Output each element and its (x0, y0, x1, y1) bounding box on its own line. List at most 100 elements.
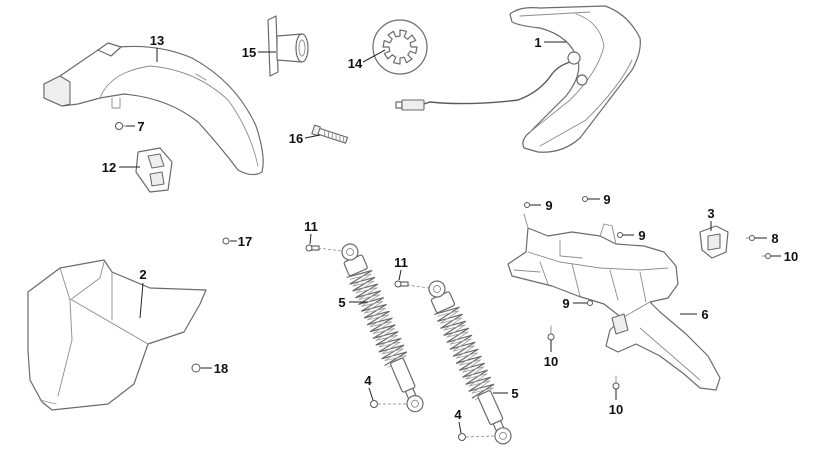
bolt-axis (406, 284, 430, 289)
callout-10-left: 10 (544, 354, 558, 369)
front-fender-clip-slot (111, 73, 207, 109)
screw-head (749, 235, 755, 241)
callout-15: 15 (242, 45, 256, 60)
rear-fender-ribs (513, 213, 701, 381)
tail-light-bulb-lower (576, 74, 588, 86)
clip-tab-lower (149, 171, 165, 187)
callout-11-right: 11 (394, 255, 408, 270)
leader-14 (362, 49, 386, 63)
callout-12: 12 (102, 160, 116, 175)
callout-6: 6 (701, 307, 708, 322)
shock-absorber-left (341, 243, 424, 413)
front-fender (43, 42, 264, 176)
cover-screw (191, 363, 205, 373)
rear-inner-fender (507, 213, 721, 391)
screw-8 (745, 235, 755, 241)
shock-absorber-right (428, 280, 512, 445)
front-fender-ridge (99, 65, 259, 167)
shock-bottom-screw-right (458, 433, 496, 441)
bolt-head (394, 280, 402, 288)
fender-bracket (267, 15, 309, 77)
callout-8: 8 (771, 231, 778, 246)
screw-9-a (524, 202, 530, 208)
callout-4-left: 4 (364, 373, 372, 388)
rear-fender-lug (611, 313, 629, 335)
callout-9-c: 9 (638, 228, 645, 243)
long-bolt-head (311, 124, 321, 137)
screw-head (524, 202, 530, 208)
long-bolt (311, 124, 349, 144)
callout-2: 2 (139, 267, 146, 282)
front-fender-tab (97, 42, 122, 57)
tail-light-connector (401, 99, 425, 111)
screw-9-d (587, 300, 593, 306)
screw-head (587, 300, 593, 306)
bolt-axis (317, 247, 343, 252)
callout-16: 16 (289, 131, 303, 146)
screw-9-b (582, 196, 588, 202)
callout-9-a: 9 (545, 198, 552, 213)
bolt-head (305, 244, 313, 252)
screw-head (115, 122, 123, 130)
bolt-head (547, 333, 555, 341)
leader-4-left (368, 387, 374, 401)
screw-axis (465, 435, 496, 438)
shock-top-eye (341, 243, 359, 261)
leader-11-left (309, 233, 312, 245)
tail-light (395, 5, 641, 153)
callout-5-right: 5 (511, 386, 518, 401)
tail-light-connector-plug (395, 101, 403, 109)
screw-head (458, 433, 466, 441)
bolt-head (765, 253, 771, 259)
plate-bracket-face (707, 233, 721, 251)
callout-numbers: 13 15 14 1 7 16 12 17 2 11 11 5 5 4 4 18… (102, 33, 798, 422)
tail-light-housing (509, 5, 641, 153)
washer-teeth (382, 29, 418, 65)
callout-18: 18 (214, 361, 228, 376)
bolt-10-right (761, 253, 771, 259)
bracket-plate (267, 15, 279, 77)
callout-3: 3 (707, 206, 714, 221)
shock-bottom-eye-hole (411, 399, 419, 408)
shock-top-bolt-left (305, 244, 343, 252)
shock-top-eye-hole (433, 285, 441, 293)
callout-9-b: 9 (603, 192, 610, 207)
shock-top-eye (428, 280, 446, 298)
callout-11-left: 11 (304, 219, 318, 234)
plate-bracket (699, 225, 729, 259)
front-fender-mount-box (43, 75, 71, 107)
bracket-tube-hole (298, 39, 306, 57)
callout-13: 13 (150, 33, 164, 48)
screw-head (582, 196, 588, 202)
clip-tab-upper (147, 153, 165, 169)
shock-spring-back (437, 310, 494, 401)
side-cover (27, 259, 207, 411)
shock-lower-body (477, 390, 504, 425)
bolt-head (612, 382, 620, 390)
side-cover-outline (27, 259, 207, 411)
shock-top-bolt-right (394, 280, 430, 289)
leader-16 (304, 134, 321, 139)
callout-4-right: 4 (454, 407, 462, 422)
callout-1: 1 (534, 35, 541, 50)
callout-5-left: 5 (338, 295, 345, 310)
screw-9-c (617, 232, 623, 238)
rear-fender-outline (507, 227, 721, 391)
callout-7: 7 (137, 119, 144, 134)
tail-light-bulb-upper (567, 51, 581, 65)
callout-10-right: 10 (784, 249, 798, 264)
shock-top-eye-hole (346, 248, 354, 256)
leader-2 (139, 282, 144, 319)
clip-nut (135, 147, 173, 193)
bolt-10-bottom (612, 375, 620, 390)
tail-light-lens-line (519, 11, 633, 147)
screw-head (191, 363, 201, 373)
tail-light-wire (423, 61, 571, 105)
screw-head (617, 232, 623, 238)
front-fender-outline (43, 45, 264, 176)
small-ring (222, 237, 230, 245)
callout-9-d: 9 (562, 296, 569, 311)
lock-washer (372, 19, 428, 75)
screw-head (370, 400, 378, 408)
